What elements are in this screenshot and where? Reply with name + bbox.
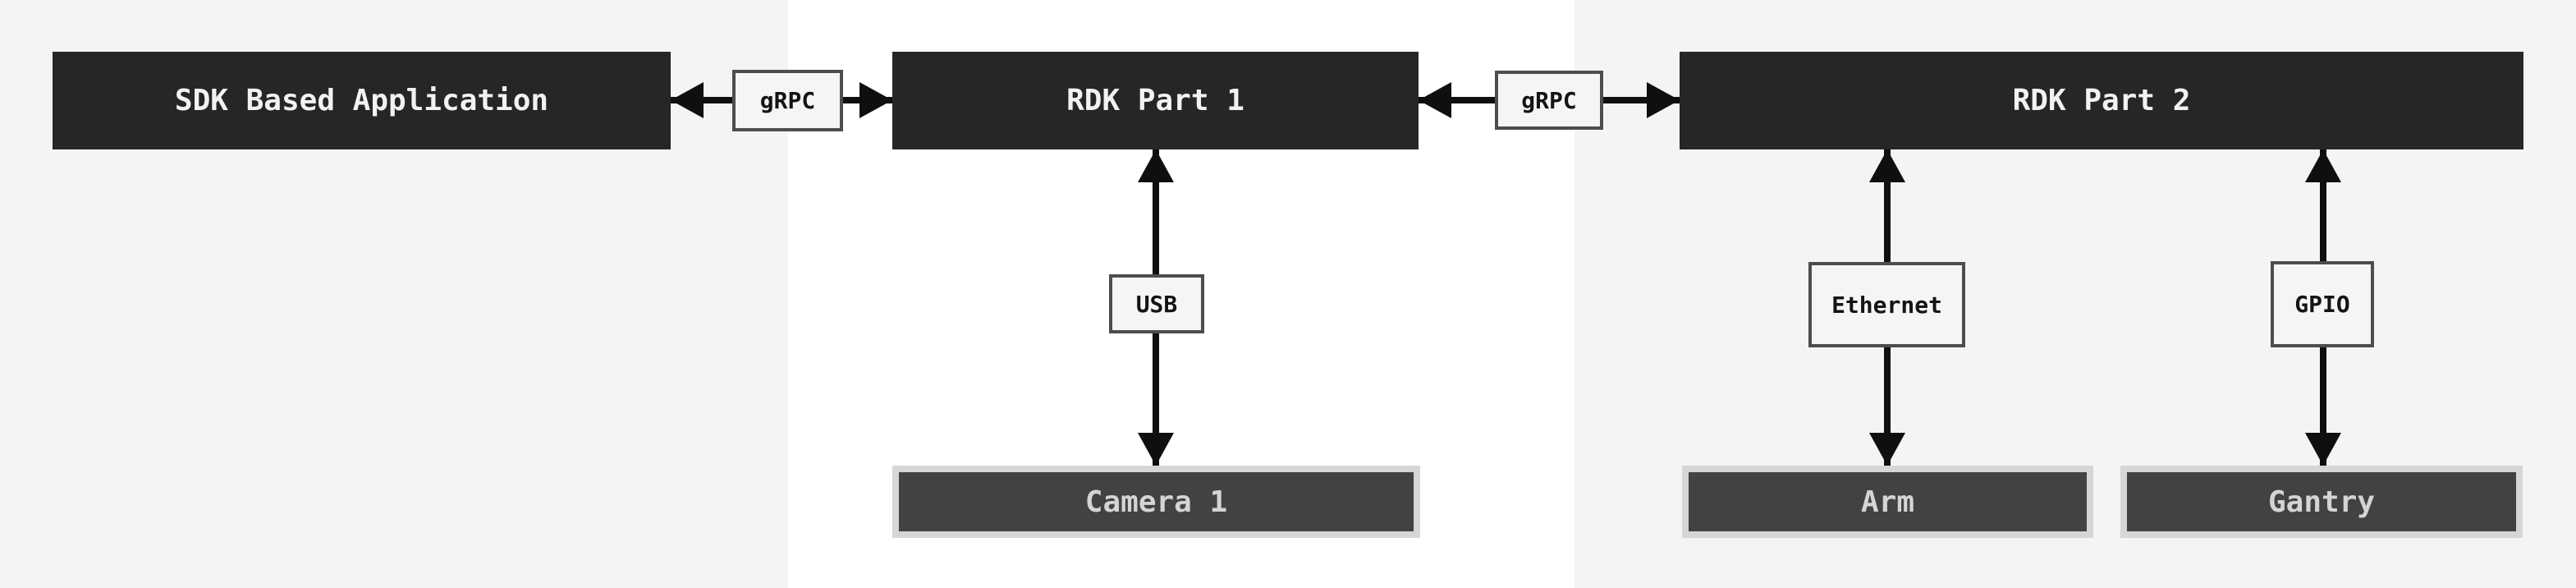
edge-label-gpio-text: GPIO <box>2294 291 2350 318</box>
node-gantry: Gantry <box>2120 466 2523 538</box>
edge-rdk2-arm-shaft-top <box>1884 149 1891 262</box>
edge-rdk1-rdk2-shaft-left <box>1419 97 1495 103</box>
edge-rdk2-arm-arrowhead-down <box>1869 433 1905 466</box>
edge-label-grpc-2: gRPC <box>1495 71 1603 130</box>
edge-label-grpc-1-text: gRPC <box>759 87 816 114</box>
node-camera-1: Camera 1 <box>892 466 1420 538</box>
edge-rdk1-rdk2-arrowhead-left <box>1419 82 1451 118</box>
edge-rdk2-arm-shaft-bottom <box>1884 347 1891 466</box>
edge-label-gpio: GPIO <box>2271 261 2374 347</box>
edge-rdk1-rdk2-arrowhead-right <box>1647 82 1680 118</box>
edge-rdk1-camera1-arrowhead-down <box>1138 433 1174 466</box>
edge-rdk1-rdk2-shaft-right <box>1603 97 1680 103</box>
node-camera-1-inner: Camera 1 <box>899 472 1414 531</box>
edge-label-usb-text: USB <box>1135 290 1178 318</box>
edge-rdk2-gantry-arrowhead-up <box>2305 149 2341 182</box>
node-sdk-based-application: SDK Based Application <box>53 52 671 149</box>
node-gantry-inner: Gantry <box>2127 472 2516 531</box>
edge-label-grpc-2-text: gRPC <box>1521 86 1577 114</box>
edge-label-usb: USB <box>1109 274 1204 333</box>
edge-rdk2-arm-arrowhead-up <box>1869 149 1905 182</box>
node-arm-inner: Arm <box>1689 472 2087 531</box>
node-sdk-based-application-label: SDK Based Application <box>174 84 549 117</box>
node-camera-1-label: Camera 1 <box>1084 485 1228 519</box>
edge-label-ethernet-text: Ethernet <box>1831 291 1942 319</box>
edge-sdk-rdk1-arrowhead-left <box>671 82 704 118</box>
edge-label-grpc-1: gRPC <box>732 70 843 131</box>
node-rdk-part-2-label: RDK Part 2 <box>2012 84 2191 117</box>
node-arm-label: Arm <box>1860 485 1915 519</box>
node-gantry-label: Gantry <box>2267 485 2376 519</box>
node-arm: Arm <box>1682 466 2093 538</box>
edge-rdk1-camera1-arrowhead-up <box>1138 149 1174 182</box>
edge-rdk2-gantry-shaft-bottom <box>2320 347 2326 466</box>
edge-rdk2-gantry-shaft-top <box>2320 149 2326 261</box>
edge-rdk1-camera1-shaft-top <box>1153 149 1159 274</box>
edge-rdk2-gantry-arrowhead-down <box>2305 433 2341 466</box>
node-rdk-part-1-label: RDK Part 1 <box>1066 84 1244 117</box>
node-rdk-part-1: RDK Part 1 <box>892 52 1419 149</box>
edge-sdk-rdk1-arrowhead-right <box>859 82 892 118</box>
node-rdk-part-2: RDK Part 2 <box>1680 52 2523 149</box>
edge-rdk1-camera1-shaft-bottom <box>1153 333 1159 466</box>
edge-label-ethernet: Ethernet <box>1808 262 1965 347</box>
